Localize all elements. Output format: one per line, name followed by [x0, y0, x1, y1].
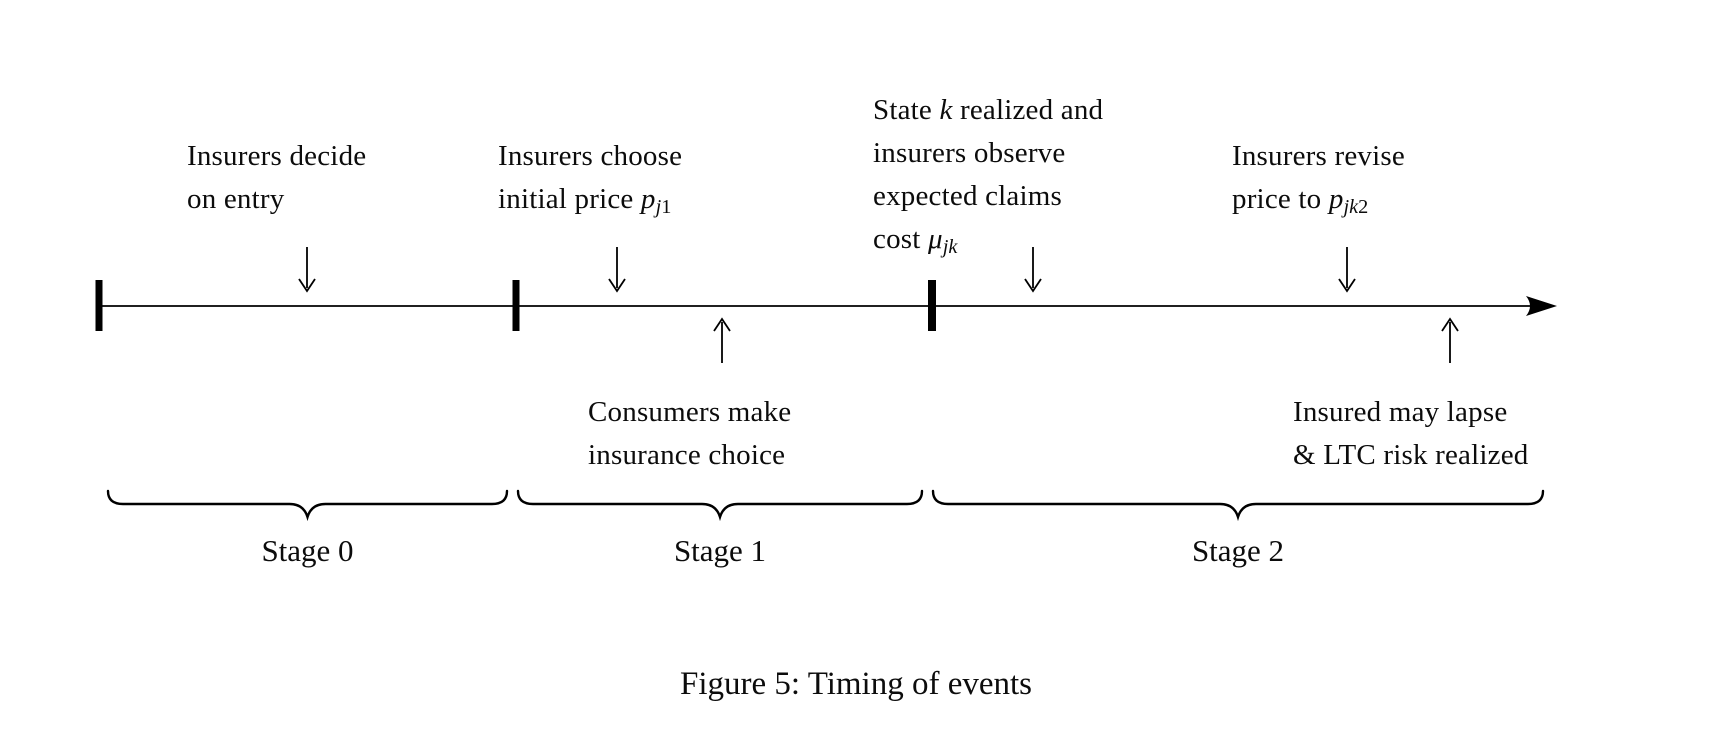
annotation-state-line1: State k realized and [873, 94, 1104, 126]
annotation-consumers: Consumers make insurance choice [588, 391, 791, 477]
math-var-k: k [939, 94, 953, 126]
math-var-p: p [1328, 183, 1344, 215]
down-arrow-initial-price [608, 247, 626, 293]
annotation-consumers-line1: Consumers make [588, 396, 792, 428]
annotation-revise-price: Insurers revise price to pjk2 [1232, 135, 1405, 221]
stage-2-label: Stage 2 [1191, 533, 1285, 568]
annotation-state-line3: expected claims [873, 180, 1062, 212]
brace-stage2 [931, 489, 1545, 522]
annotation-initial-price-line1: Insurers choose [498, 140, 683, 172]
brace-stage1 [516, 489, 924, 522]
annotation-entry-line2: on entry [187, 183, 285, 215]
annotation-entry: Insurers decide on entry [187, 135, 366, 221]
up-arrow-consumers [713, 317, 731, 363]
annotation-initial-price: Insurers choose initial price pj1 [498, 135, 682, 221]
down-arrow-revise-price [1338, 247, 1356, 293]
annotation-initial-price-line2: initial price pj1 [498, 183, 672, 219]
annotation-state-realized: State k realized and insurers observe ex… [873, 89, 1103, 261]
stage-1-label: Stage 1 [673, 533, 767, 568]
down-arrow-state-realized [1024, 247, 1042, 293]
annotation-lapse-line2: & LTC risk realized [1293, 439, 1529, 471]
annotation-consumers-line2: insurance choice [588, 439, 786, 471]
stage-0-label: Stage 0 [261, 533, 354, 568]
annotation-revise-line2: price to pjk2 [1232, 183, 1369, 219]
annotation-state-line2: insurers observe [873, 137, 1066, 169]
annotation-state-line4: cost μjk [873, 223, 958, 259]
up-arrow-lapse [1441, 317, 1459, 363]
annotation-lapse: Insured may lapse & LTC risk realized [1293, 391, 1528, 477]
math-var-mu: μ [927, 223, 943, 255]
math-var-p: p [640, 183, 656, 215]
figure-caption: Figure 5: Timing of events [679, 666, 1033, 702]
brace-stage0 [106, 489, 509, 522]
down-arrow-entry [298, 247, 316, 293]
annotation-revise-line1: Insurers revise [1232, 140, 1405, 172]
annotation-lapse-line1: Insured may lapse [1293, 396, 1508, 428]
timeline-arrowhead-icon [1526, 296, 1557, 316]
annotation-entry-line1: Insurers decide [187, 140, 367, 172]
